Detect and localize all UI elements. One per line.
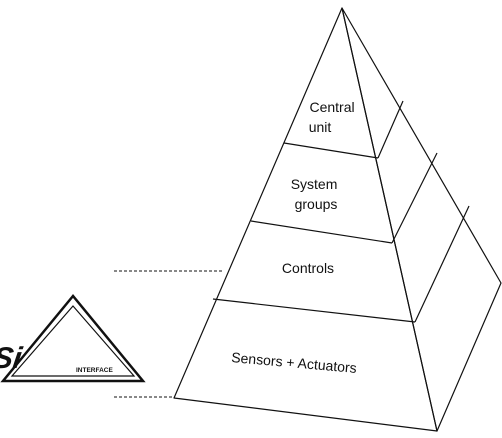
level-label-system-line2: groups [295,196,338,212]
level-label-system-line1: System [291,176,338,192]
divider-system-controls [250,220,393,244]
logo-inner-triangle [10,305,136,377]
side-divider-2 [391,152,438,244]
asi-interface-logo: ASi INTERFACE [0,294,146,383]
side-divider-1 [377,100,404,159]
logo-subtext: INTERFACE [76,367,114,374]
divider-controls-sensors [212,298,416,323]
level-label-sensors-actuators: Sensors + Actuators [231,349,358,376]
level-label-central-unit: Central unit [309,99,359,135]
logo-outer-triangle [0,294,146,383]
side-divider-3 [414,205,470,323]
logo-mark-text: ASi [0,342,25,375]
pyramid-side-face [341,7,502,432]
level-label-central-line1: Central [309,99,354,115]
level-label-central-line2: unit [309,119,332,135]
level-label-controls: Controls [282,260,334,276]
divider-central-system [283,142,379,159]
level-label-system-groups: System groups [291,176,342,212]
